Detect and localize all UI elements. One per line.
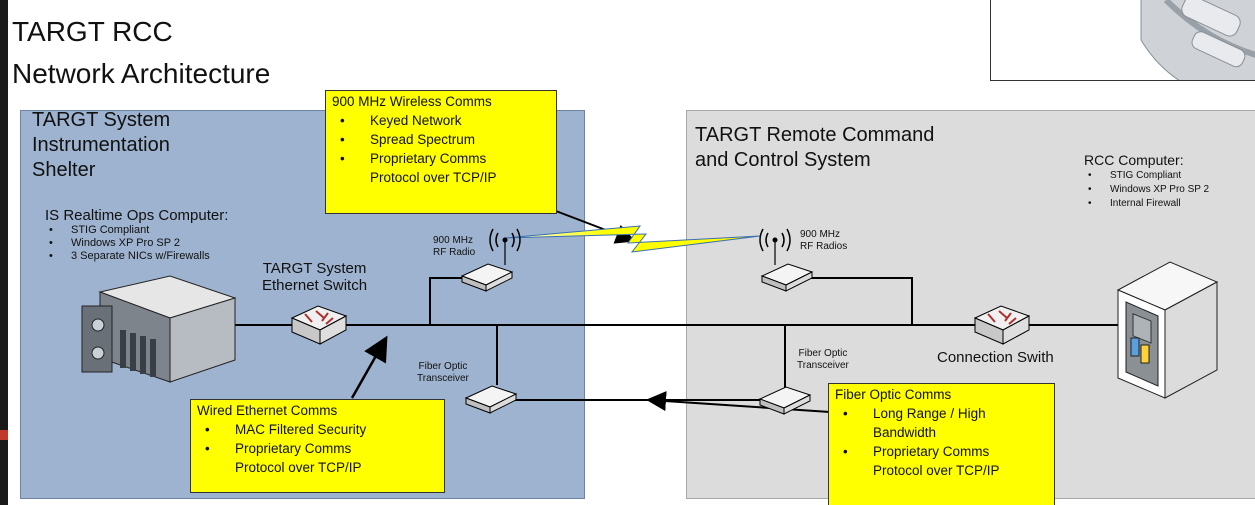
wireless-callout-bullet: Keyed Network	[332, 111, 550, 130]
radio-link-right	[790, 277, 913, 325]
right-panel-title-line: and Control System	[695, 149, 871, 171]
ops-computer-label: IS Realtime Ops Computer:	[45, 207, 229, 224]
page-subtitle: Network Architecture	[12, 58, 271, 89]
wired-callout-bullet: Proprietary Comms	[197, 439, 438, 458]
fiber-comms-callout: Fiber Optic Comms Long Range / High Band…	[828, 383, 1055, 505]
connection-switch-label: Connection Swith	[937, 349, 1054, 366]
antenna-icon-right	[759, 228, 791, 265]
right-radio-label-line: RF Radios	[800, 241, 848, 252]
device-photo-image	[1140, 0, 1255, 80]
left-switch-label: TARGT System Ethernet Switch	[262, 260, 367, 294]
fiber-callout-bullet: Proprietary Comms	[835, 442, 1048, 461]
wired-callout-continuation: Protocol over TCP/IP	[235, 460, 362, 475]
left-panel-title: TARGT System Instrumentation Shelter	[32, 108, 170, 183]
connection-switch-icon-right	[973, 305, 1031, 345]
fiber-callout-title: Fiber Optic Comms	[835, 387, 952, 402]
fiber-callout-bullets: Long Range / High	[835, 404, 1048, 423]
ops-computer-bullets: STIG Compliant Windows XP Pro SP 2 3 Sep…	[45, 224, 228, 263]
fiber-callout-bullet: Long Range / High	[835, 404, 1048, 423]
right-radio-label: 900 MHz RF Radios	[800, 229, 847, 253]
right-radio-label-line: 900 MHz	[800, 229, 841, 240]
right-panel-title: TARGT Remote Command and Control System	[695, 123, 934, 173]
wired-comms-callout: Wired Ethernet Comms MAC Filtered Securi…	[190, 399, 445, 493]
right-fiber-label: Fiber Optic Transceiver	[797, 348, 849, 372]
wireless-callout-bullets: Keyed Network Spread Spectrum Proprietar…	[332, 111, 550, 168]
wired-callout-bullet: MAC Filtered Security	[197, 420, 438, 439]
rcc-computer-icon	[1116, 261, 1219, 399]
left-radio-label: 900 MHz RF Radio	[433, 235, 475, 259]
arrow-wired	[350, 335, 388, 399]
fiber-transceiver-icon-right	[758, 386, 812, 415]
device-photo	[990, 0, 1255, 81]
rcc-computer-bullets: STIG Compliant Windows XP Pro SP 2 Inter…	[1084, 169, 1209, 211]
fiber-callout-continuation: Protocol over TCP/IP	[873, 463, 1000, 478]
left-fiber-label-line: Fiber Optic	[418, 361, 468, 372]
edge-accent	[0, 430, 8, 440]
left-switch-label-line: TARGT System	[262, 260, 367, 277]
rcc-computer-bullet: STIG Compliant	[1084, 169, 1209, 183]
ops-computer-bullet: STIG Compliant	[45, 224, 228, 237]
left-panel-title-line: TARGT System	[32, 109, 171, 131]
right-fiber-label-line: Fiber Optic	[798, 348, 848, 359]
rcc-computer-spec: RCC Computer: STIG Compliant Windows XP …	[1084, 152, 1209, 211]
ops-computer-bullet: 3 Separate NICs w/Firewalls	[45, 250, 228, 263]
wired-callout-bullets: MAC Filtered Security Proprietary Comms	[197, 420, 438, 458]
server-icon-left	[81, 275, 237, 383]
radio-device-icon-right	[760, 263, 814, 292]
fiber-transceiver-icon-left	[464, 385, 518, 414]
antenna-icon-left	[489, 228, 521, 265]
left-switch-label-line: Ethernet Switch	[262, 277, 368, 294]
right-panel-title-line: TARGT Remote Command	[695, 124, 935, 146]
wired-callout-title: Wired Ethernet Comms	[197, 403, 338, 418]
ops-computer-spec: IS Realtime Ops Computer: STIG Compliant…	[45, 207, 228, 263]
left-edge-strip	[0, 0, 8, 505]
left-fiber-label-line: Transceiver	[417, 373, 469, 384]
fiber-callout-bullets-2: Proprietary Comms	[835, 442, 1048, 461]
page-title: TARGT RCC	[12, 16, 173, 47]
rcc-computer-bullet: Internal Firewall	[1084, 197, 1209, 211]
wireless-callout-continuation: Protocol over TCP/IP	[370, 170, 497, 185]
radio-link-left	[429, 277, 474, 325]
arrow-fiber	[646, 391, 831, 413]
left-radio-label-line: RF Radio	[433, 247, 476, 258]
left-fiber-label: Fiber Optic Transceiver	[417, 361, 469, 385]
wireless-callout-title: 900 MHz Wireless Comms	[332, 94, 492, 109]
rcc-computer-label: RCC Computer:	[1084, 152, 1184, 168]
wireless-comms-callout: 900 MHz Wireless Comms Keyed Network Spr…	[325, 90, 557, 214]
left-panel-title-line: Shelter	[32, 159, 96, 181]
ops-computer-bullet: Windows XP Pro SP 2	[45, 237, 228, 250]
wireless-callout-bullet: Spread Spectrum	[332, 130, 550, 149]
left-panel-title-line: Instrumentation	[32, 134, 170, 156]
rcc-computer-bullet: Windows XP Pro SP 2	[1084, 183, 1209, 197]
left-radio-label-line: 900 MHz	[433, 235, 474, 246]
fiber-callout-bullet-cont: Bandwidth	[873, 425, 937, 440]
right-fiber-label-line: Transceiver	[797, 360, 849, 371]
wireless-lightning-bolt	[504, 225, 761, 253]
wireless-callout-bullet: Proprietary Comms	[332, 149, 550, 168]
ethernet-switch-icon-left	[290, 305, 348, 345]
radio-device-icon-left	[460, 263, 514, 292]
